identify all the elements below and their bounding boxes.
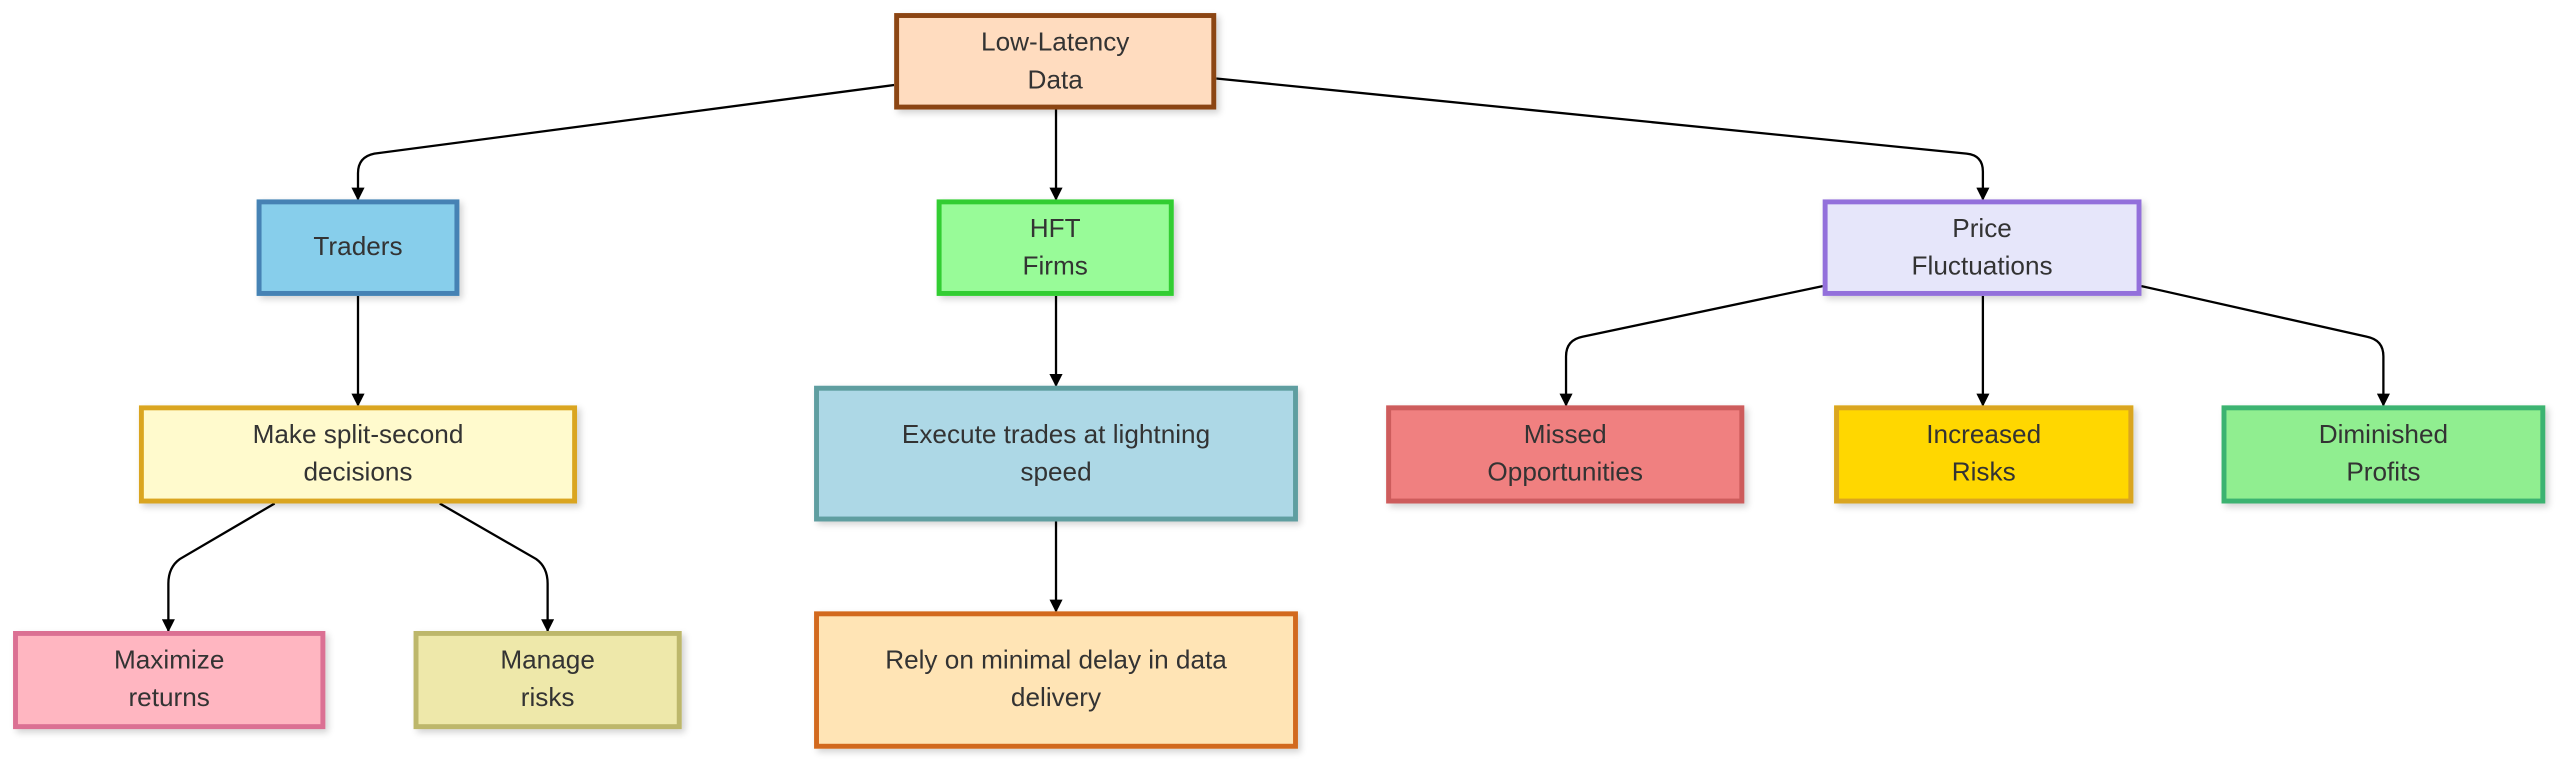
node-maximize-returns-label: Maximize returns xyxy=(113,647,225,713)
node-traders-label: Traders xyxy=(313,233,403,262)
edge-root-price xyxy=(1216,77,1990,201)
node-hft-firms: HFT Firms xyxy=(936,199,1174,296)
node-manage-risks-label: Manage risks xyxy=(500,647,595,713)
node-rely-minimal-delay-label: Rely on minimal delay in data delivery xyxy=(885,647,1227,713)
node-manage-risks: Manage risks xyxy=(413,630,682,730)
node-hft-firms-label: HFT Firms xyxy=(1022,214,1088,281)
edge-price-missed xyxy=(1559,284,1823,407)
node-root: Low-Latency Data xyxy=(894,13,1217,110)
node-maximize-returns: Maximize returns xyxy=(13,630,326,730)
node-missed-opportunities-label: Missed Opportunities xyxy=(1487,421,1644,488)
edge-decisions-maximize xyxy=(161,502,276,633)
edge-root-traders xyxy=(351,83,895,201)
node-missed-opportunities: Missed Opportunities xyxy=(1386,405,1745,504)
edge-decisions-manage xyxy=(439,502,555,633)
node-price-fluctuations: Price Fluctuations xyxy=(1822,199,2142,296)
node-execute-trades-label: Execute trades at lightning speed xyxy=(901,420,1211,487)
node-root-label: Low-Latency Data xyxy=(981,28,1130,94)
node-diminished-profits: Diminished Profits xyxy=(2221,405,2546,504)
node-increased-risks: Increased Risks xyxy=(1834,405,2134,504)
node-make-decisions: Make split-second decisions xyxy=(138,405,578,504)
node-make-decisions-label: Make split-second decisions xyxy=(252,421,464,488)
node-execute-trades: Execute trades at lightning speed xyxy=(814,385,1298,522)
node-rely-minimal-delay: Rely on minimal delay in data delivery xyxy=(814,611,1298,749)
edge-price-profits xyxy=(2141,284,2390,407)
node-diminished-profits-label: Diminished Profits xyxy=(2318,421,2449,488)
node-traders: Traders xyxy=(256,199,460,296)
node-increased-risks-label: Increased Risks xyxy=(1926,421,2042,488)
node-price-fluctuations-label: Price Fluctuations xyxy=(1911,214,2053,281)
